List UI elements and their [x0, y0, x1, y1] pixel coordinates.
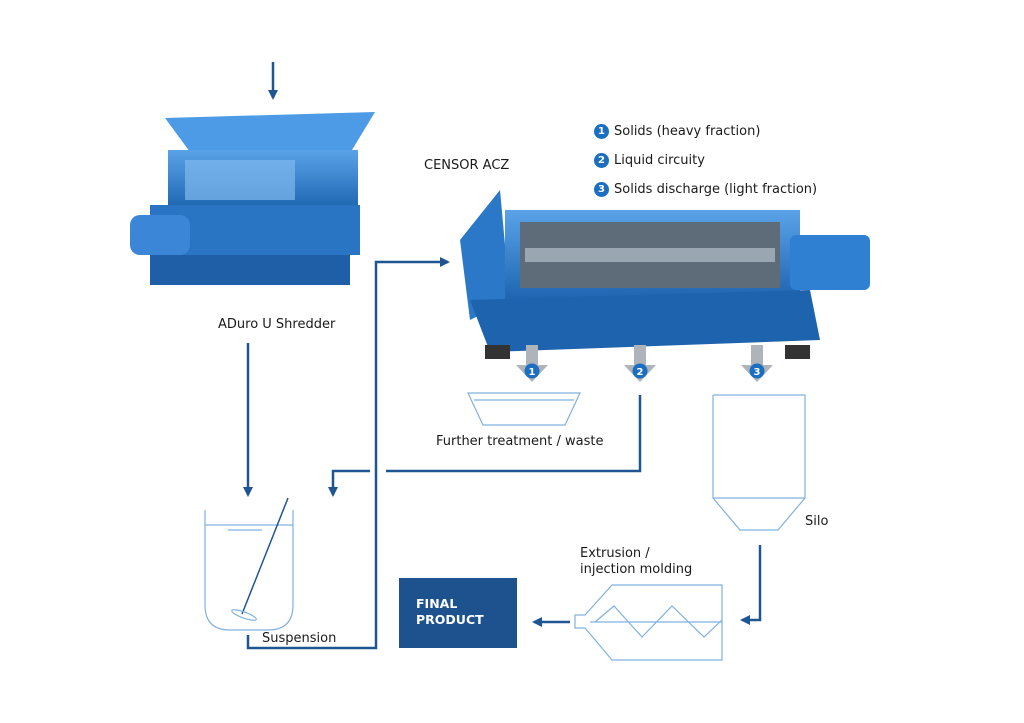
waste-trough [467, 392, 581, 426]
legend-item: 3 Solids discharge (light fraction) [594, 175, 817, 204]
final-label-line1: FINAL [416, 596, 458, 611]
outline-drawings [204, 392, 806, 661]
svg-text:1: 1 [529, 367, 536, 378]
shredder-machine [130, 112, 375, 285]
discharge-numbers: 1 2 3 [524, 363, 765, 379]
legend-text: Solids discharge (light fraction) [614, 182, 818, 197]
legend-item: 1 Solids (heavy fraction) [594, 117, 817, 146]
silo-to-extruder-arrow [740, 545, 762, 625]
extrusion-label-line2: injection molding [580, 562, 693, 577]
legend-text: Solids (heavy fraction) [614, 124, 761, 139]
legend-number: 3 [594, 182, 609, 197]
shredder-label: ADuro U Shredder [218, 317, 336, 332]
liquid-return-line [386, 395, 642, 473]
flow-lines [243, 62, 762, 650]
stirrer [241, 497, 289, 615]
svg-text:2: 2 [637, 367, 644, 378]
extruder [574, 584, 723, 661]
svg-text:3: 3 [754, 367, 761, 378]
suspension-tank [204, 510, 294, 631]
legend-number: 1 [594, 124, 609, 139]
extrusion-label: Extrusion / injection molding [580, 546, 692, 578]
legend-number: 2 [594, 153, 609, 168]
suspension-to-censor-line [246, 257, 450, 650]
extrusion-label-line1: Extrusion / [580, 546, 650, 561]
legend-text: Liquid circuity [614, 153, 705, 168]
silo [712, 394, 806, 531]
censor-machine [460, 190, 870, 359]
silo-label: Silo [805, 514, 829, 529]
liquid-to-tank-arrow [328, 469, 370, 497]
censor-label: CENSOR ACZ [424, 158, 510, 173]
suspension-label: Suspension [262, 631, 337, 646]
legend-item: 2 Liquid circuity [594, 146, 817, 175]
final-label-line2: PRODUCT [416, 612, 484, 627]
final-product-box: FINAL PRODUCT [399, 578, 517, 648]
legend: 1 Solids (heavy fraction) 2 Liquid circuit… [594, 117, 817, 204]
waste-label: Further treatment / waste [436, 434, 604, 449]
